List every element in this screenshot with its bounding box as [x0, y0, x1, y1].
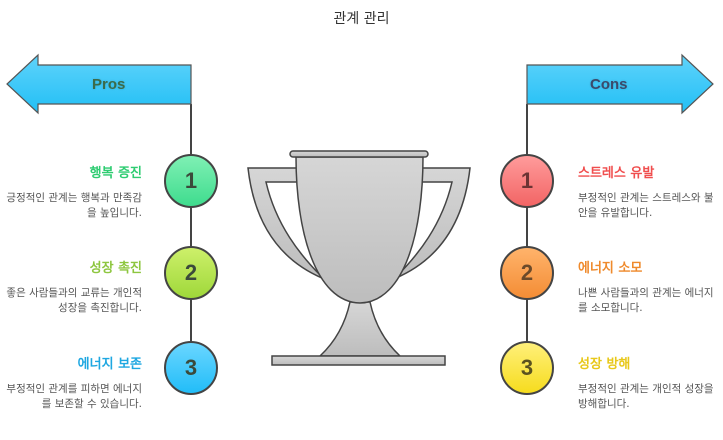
cons-item-description: 부정적인 관계는 개인적 성장을 방해합니다.: [578, 383, 714, 410]
cons-item-description: 부정적인 관계는 스트레스와 불안을 유발합니다.: [578, 192, 714, 219]
cons-item-heading: 성장 방해: [578, 357, 631, 372]
cons-item-1: 스트레스 유발 부정적인 관계는 스트레스와 불안을 유발합니다.: [578, 162, 718, 221]
cons-label: Cons: [590, 76, 628, 93]
cons-step-1-circle: 1: [500, 154, 554, 208]
diagram-title: 관계 관리: [333, 11, 390, 27]
pros-step-3-circle: 3: [164, 341, 218, 395]
pros-item-description: 좋은 사람들과의 교류는 개인적 성장을 촉진합니다.: [6, 287, 142, 314]
pros-step-2-circle: 2: [164, 246, 218, 300]
cons-item-2: 에너지 소모 나쁜 사람들과의 관계는 에너지를 소모합니다.: [578, 257, 718, 316]
cons-item-heading: 스트레스 유발: [578, 166, 655, 181]
cons-item-heading: 에너지 소모: [578, 261, 643, 276]
pros-item-heading: 성장 촉진: [89, 261, 142, 276]
pros-item-description: 부정적인 관계를 피하면 에너지를 보존할 수 있습니다.: [6, 383, 142, 410]
cons-item-description: 나쁜 사람들과의 관계는 에너지를 소모합니다.: [578, 287, 714, 314]
cons-step-2-circle: 2: [500, 246, 554, 300]
pros-item-heading: 행복 증진: [89, 166, 142, 181]
pros-item-description: 긍정적인 관계는 행복과 만족감을 높입니다.: [6, 192, 142, 219]
pros-step-1-circle: 1: [164, 154, 218, 208]
cons-arrow: [526, 53, 714, 115]
pros-arrow: [6, 53, 192, 115]
pros-item-2: 성장 촉진 좋은 사람들과의 교류는 개인적 성장을 촉진합니다.: [0, 257, 142, 316]
pros-label: Pros: [92, 76, 126, 93]
trophy-icon: [247, 150, 471, 366]
pros-item-3: 에너지 보존 부정적인 관계를 피하면 에너지를 보존할 수 있습니다.: [0, 353, 142, 412]
cons-item-3: 성장 방해 부정적인 관계는 개인적 성장을 방해합니다.: [578, 353, 718, 412]
pros-item-heading: 에너지 보존: [77, 357, 142, 372]
pros-item-1: 행복 증진 긍정적인 관계는 행복과 만족감을 높입니다.: [0, 162, 142, 221]
cons-step-3-circle: 3: [500, 341, 554, 395]
